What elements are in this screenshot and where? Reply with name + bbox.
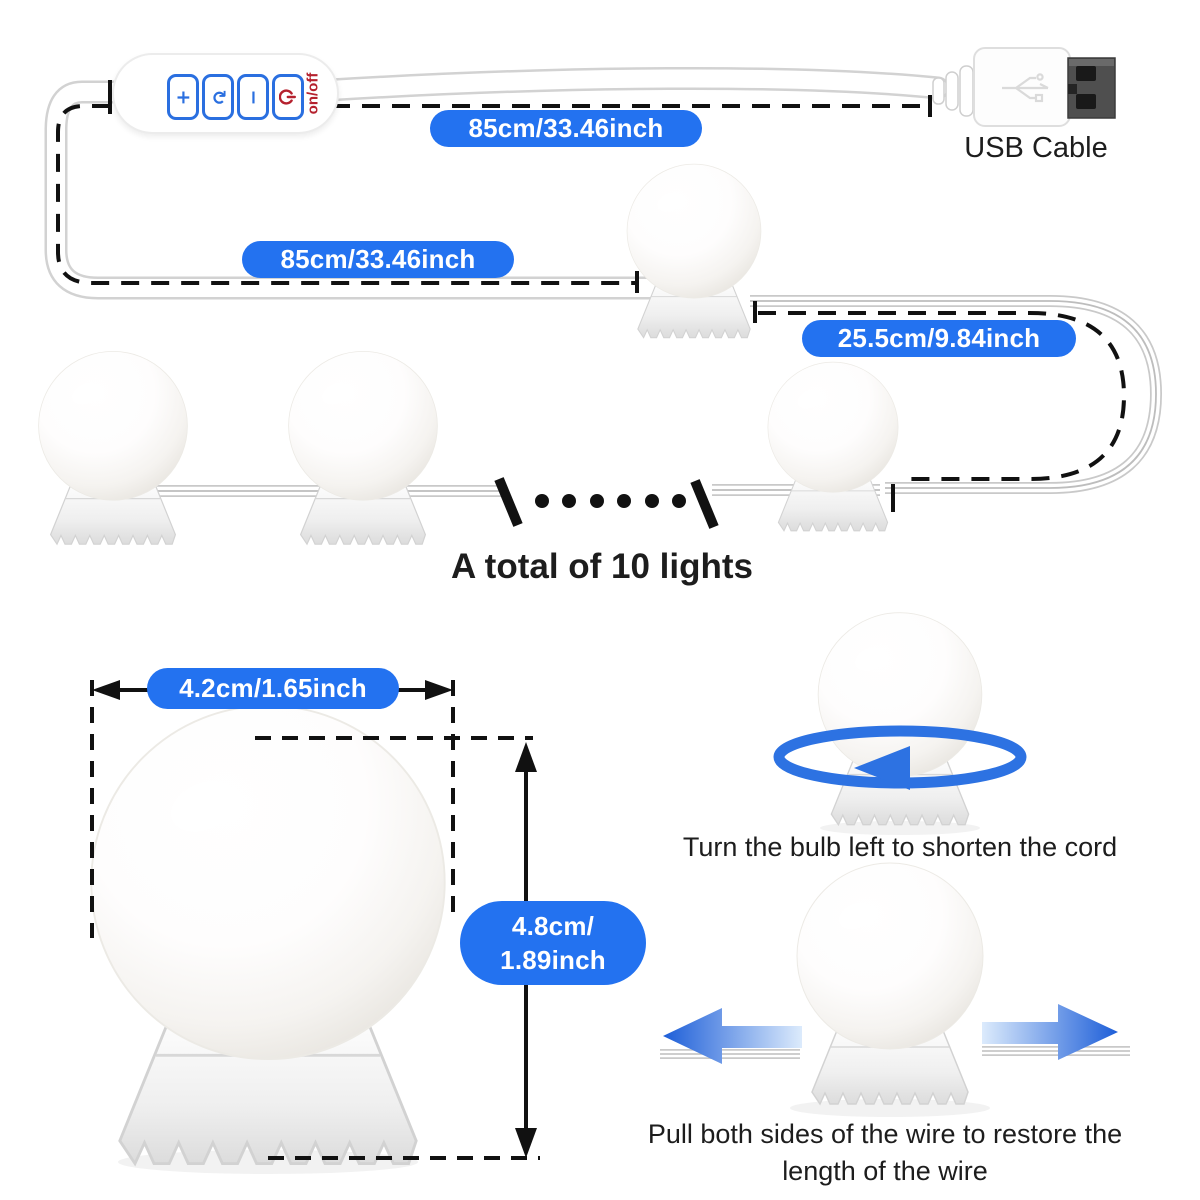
brightness-down-button: − (237, 74, 269, 120)
usb-cable-label: USB Cable (964, 132, 1108, 164)
bulb-row-right (767, 361, 899, 532)
measure-bulb-height: 4.8cm/ 1.89inch (460, 901, 646, 985)
brightness-up-button: + (167, 74, 199, 120)
onoff-label-wrap: on/off (298, 55, 328, 132)
power-icon (279, 89, 296, 105)
rotate-arrowhead-icon (854, 746, 910, 790)
turn-instruction: Turn the bulb left to shorten the cord (682, 832, 1118, 862)
ribbon-wires (113, 295, 1163, 1059)
bulb-pull-demo (796, 862, 984, 1105)
power-button (272, 74, 304, 120)
pull-instruction-line1: Pull both sides of the wire to restore t… (647, 1119, 1123, 1149)
remote-controller: + ↻ − on/off (112, 53, 339, 134)
usb-trident-emboss (1002, 73, 1049, 103)
measure-remote-to-usb: 85cm/33.46inch (430, 110, 702, 147)
bulb-top (626, 163, 762, 339)
pull-instruction: Pull both sides of the wire to restore t… (600, 1116, 1170, 1190)
measurement-lines (56, 79, 1127, 1160)
measure-bulb-spacing: 25.5cm/9.84inch (802, 320, 1076, 357)
bulb-dimension-demo (89, 704, 447, 1166)
bulbs (37, 163, 984, 1166)
cycle-icon: ↻ (207, 89, 230, 105)
plus-icon: + (172, 89, 195, 105)
mode-cycle-button: ↻ (202, 74, 234, 120)
minus-icon: − (242, 89, 265, 105)
total-lights-label: A total of 10 lights (450, 547, 754, 586)
string-break-marks (494, 477, 719, 529)
bulb-height-line1: 4.8cm/ (511, 911, 595, 941)
bulb-row-left-1 (37, 350, 189, 545)
bulb-height-line2: 1.89inch (500, 945, 606, 975)
pull-right-arrow-icon (982, 1004, 1118, 1060)
measure-bulb-width: 4.2cm/1.65inch (147, 668, 399, 709)
rotate-arrow (773, 725, 1027, 790)
measure-remote-to-first-bulb: 85cm/33.46inch (242, 241, 514, 278)
bulb-turn-demo (817, 611, 983, 826)
pull-arrows (663, 1004, 1118, 1064)
onoff-label: on/off (304, 72, 322, 115)
pull-left-arrow-icon (663, 1008, 802, 1064)
pull-instruction-line2: length of the wire (782, 1156, 988, 1186)
bulb-row-left-2 (288, 350, 438, 545)
usb-connector (932, 47, 1116, 127)
